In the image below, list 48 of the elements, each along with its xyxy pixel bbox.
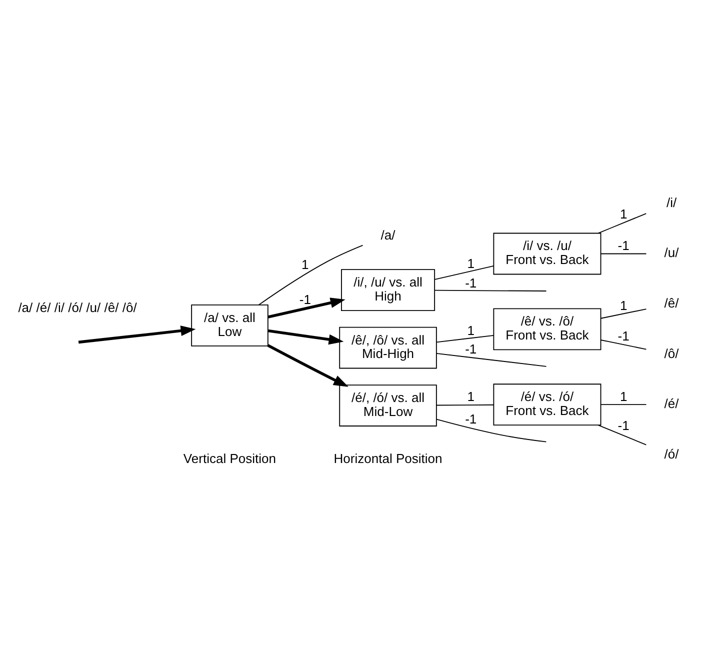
connector (434, 289, 547, 291)
connector (600, 252, 647, 254)
edge-label: 1 (620, 206, 628, 222)
connector (598, 212, 647, 234)
edge-label: 1 (620, 297, 628, 312)
edge-label: 1 (467, 388, 475, 404)
edge-label: -1 (299, 292, 311, 307)
label: Horizontal Position (334, 450, 442, 466)
node-box: /é/ vs. /ó/ Front vs. Back (493, 383, 602, 426)
node-box: /ê/, /ô/ vs. all Mid-High (339, 326, 437, 368)
arrow (268, 297, 346, 318)
arrow (78, 325, 196, 344)
node-text: /é/ (664, 396, 679, 411)
node-text: /ô/ (664, 345, 679, 360)
arrow (268, 328, 344, 344)
node-text: /a/ (380, 227, 396, 242)
edge-label: -1 (618, 417, 630, 432)
connector (436, 352, 547, 366)
node-box: /i/ vs. /u/ Front vs. Back (493, 232, 602, 274)
connector (600, 308, 647, 318)
connector (434, 264, 494, 280)
connector (600, 339, 647, 350)
edge-label: -1 (465, 274, 477, 290)
edge-label: 1 (467, 322, 475, 338)
arrow (267, 344, 348, 386)
connector (600, 404, 647, 405)
node-box: /a/ vs. all Low (191, 304, 268, 346)
label: Vertical Position (183, 450, 276, 466)
edge-label: 1 (620, 388, 628, 404)
edge-label: 1 (467, 255, 475, 270)
edge-label: -1 (465, 410, 477, 426)
label: /a/ /é/ /i/ /ó/ /u/ /ê/ /ô/ (18, 300, 137, 315)
node-box: /é/, /ó/ vs. all Mid-Low (339, 384, 437, 426)
connector (598, 424, 647, 445)
connector (436, 404, 494, 406)
edge-label: -1 (618, 238, 630, 253)
node-box: /ê/ vs. /ô/ Front vs. Back (493, 308, 602, 350)
edge-label: -1 (465, 341, 477, 356)
connector (436, 334, 494, 342)
node-text: /u/ (664, 244, 679, 260)
node-text: /i/ (666, 194, 677, 210)
connector (258, 244, 364, 305)
edge-label: -1 (618, 328, 630, 344)
node-box: /i/, /u/ vs. all High (341, 268, 436, 311)
node-text: /ê/ (664, 294, 679, 310)
node-text: /ó/ (664, 446, 679, 461)
connector (436, 418, 547, 442)
edge-label: 1 (302, 256, 309, 272)
